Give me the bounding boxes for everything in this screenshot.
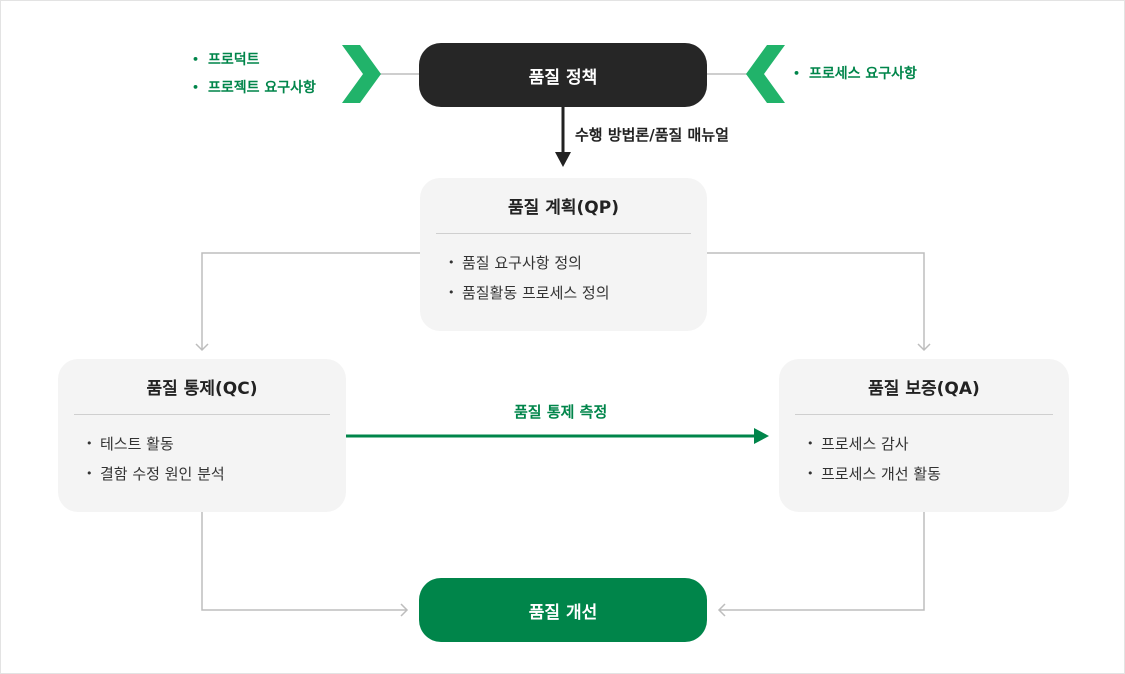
left-input-list: 프로덕트 프로젝트 요구사항 <box>192 46 316 102</box>
left-input-item: 프로젝트 요구사항 <box>192 74 316 102</box>
quality-plan-title: 품질 계획(QP) <box>508 198 619 218</box>
quality-assurance-node: 품질 보증(QA) 프로세스 감사 프로세스 개선 활동 <box>779 359 1069 512</box>
control-to-improvement-connector <box>201 512 407 611</box>
quality-control-node: 품질 통제(QC) 테스트 활동 결함 수정 원인 분석 <box>58 359 346 512</box>
quality-policy-node: 품질 정책 <box>419 43 707 107</box>
arrowhead-right-icon <box>754 428 769 444</box>
list-item: 품질 요구사항 정의 <box>448 248 707 278</box>
quality-improvement-node: 품질 개선 <box>419 578 707 642</box>
arrowhead-assurance-icon <box>917 343 931 352</box>
quality-assurance-items: 프로세스 감사 프로세스 개선 활동 <box>779 429 1069 489</box>
list-item: 품질활동 프로세스 정의 <box>448 278 707 308</box>
quality-control-items: 테스트 활동 결함 수정 원인 분석 <box>58 429 346 489</box>
list-item: 결함 수정 원인 분석 <box>86 459 346 489</box>
arrowhead-improve-right-icon <box>717 603 726 617</box>
plan-to-assurance-connector <box>707 252 925 350</box>
quality-plan-items: 품질 요구사항 정의 품질활동 프로세스 정의 <box>420 248 707 308</box>
arrowhead-improve-left-icon <box>400 603 409 617</box>
arrowhead-control-icon <box>195 343 209 352</box>
right-input-item: 프로세스 요구사항 <box>793 60 917 88</box>
quality-control-title: 품질 통제(QC) <box>146 379 258 399</box>
divider <box>74 414 330 415</box>
left-chevron-icon <box>342 45 381 103</box>
right-input-list: 프로세스 요구사항 <box>793 60 917 88</box>
left-input-item: 프로덕트 <box>192 46 316 74</box>
arrowhead-down-icon <box>555 152 571 167</box>
policy-to-plan-label: 수행 방법론/품질 매뉴얼 <box>575 126 729 144</box>
divider <box>795 414 1053 415</box>
right-chevron-icon <box>746 45 785 103</box>
quality-assurance-title: 품질 보증(QA) <box>868 379 980 399</box>
list-item: 프로세스 감사 <box>807 429 1069 459</box>
divider <box>436 233 691 234</box>
assurance-to-improvement-connector <box>719 512 925 611</box>
quality-plan-node: 품질 계획(QP) 품질 요구사항 정의 품질활동 프로세스 정의 <box>420 178 707 331</box>
list-item: 프로세스 개선 활동 <box>807 459 1069 489</box>
plan-to-control-connector <box>201 252 420 350</box>
control-to-assurance-label: 품질 통제 측정 <box>514 403 608 421</box>
list-item: 테스트 활동 <box>86 429 346 459</box>
